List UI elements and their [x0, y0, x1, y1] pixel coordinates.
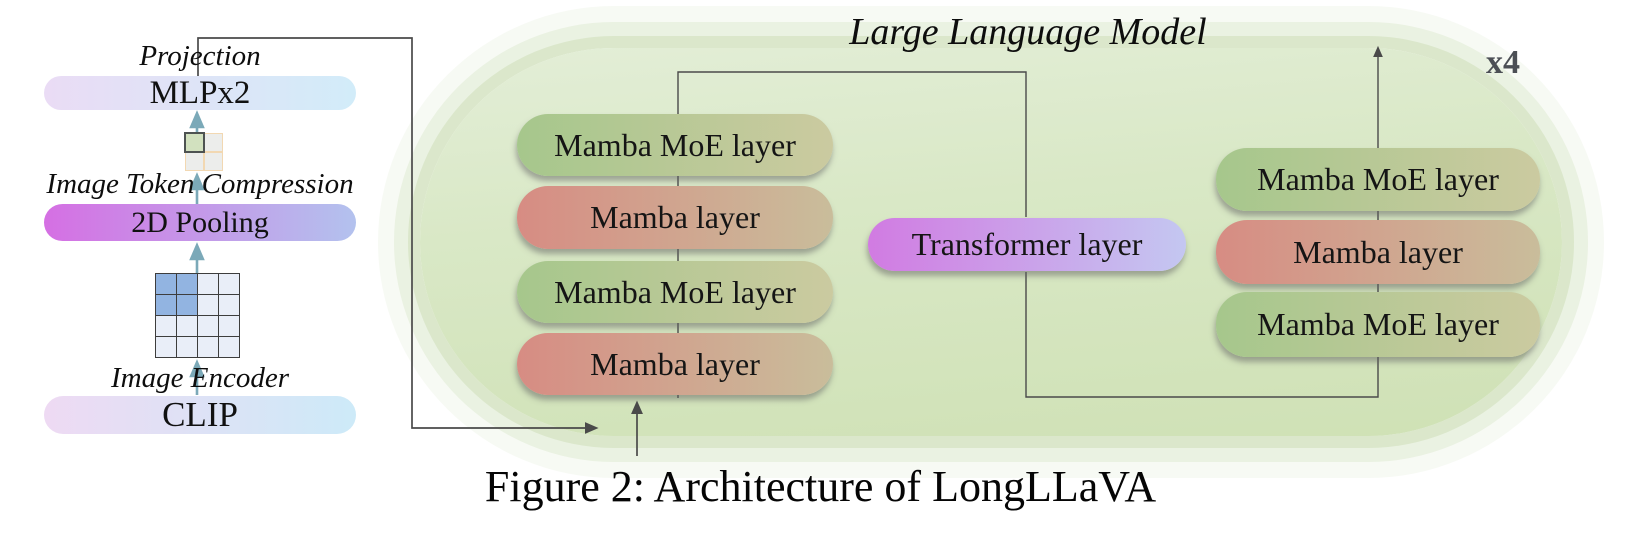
right-mamba-layer-1: Mamba layer [1216, 220, 1540, 284]
grid-cell [177, 337, 198, 358]
transformer-layer-block: Transformer layer [868, 218, 1186, 271]
grid-cell [219, 337, 240, 358]
grid-cell [156, 316, 177, 337]
grid-cell-highlighted [156, 274, 177, 295]
right-mamba-moe-layer-1: Mamba MoE layer [1216, 148, 1540, 211]
clip-encoder-text: CLIP [162, 395, 238, 434]
layer-label: Mamba layer [590, 199, 760, 235]
repeat-x4-badge: x4 [1486, 44, 1520, 81]
layer-label: Mamba layer [1293, 233, 1463, 270]
pooling-block: 2D Pooling [44, 204, 356, 241]
mlp-projection-block: MLPx2 [44, 74, 356, 111]
llm-title: Large Language Model [849, 11, 1207, 53]
grid-cell-highlighted [177, 274, 198, 295]
compression-icon [184, 132, 223, 171]
layer-label: Mamba MoE layer [1257, 161, 1499, 197]
encoder-label: Image Encoder [111, 362, 289, 394]
layer-label: Transformer layer [911, 226, 1143, 262]
grid-cell-highlighted [177, 295, 198, 316]
left-mamba-layer-1: Mamba layer [517, 186, 833, 249]
layer-label: Mamba layer [590, 345, 760, 382]
image-token-grid [155, 273, 240, 358]
grid-cell [198, 337, 219, 358]
layer-label: Mamba MoE layer [554, 273, 796, 310]
figure-caption: Figure 2: Architecture of LongLLaVA [484, 462, 1157, 511]
grid-cell [219, 316, 240, 337]
pooling-text: 2D Pooling [131, 205, 269, 239]
right-mamba-moe-layer-2: Mamba MoE layer [1216, 292, 1540, 357]
projection-label: Projection [139, 40, 261, 72]
grid-cell [219, 295, 240, 316]
grid-cell [177, 316, 198, 337]
grid-cell [219, 274, 240, 295]
compression-icon-cell [204, 133, 223, 152]
compression-icon-kept-token [184, 132, 205, 153]
layer-label: Mamba MoE layer [554, 126, 796, 163]
grid-cell [198, 316, 219, 337]
compression-label: Image Token Compression [46, 168, 354, 200]
grid-cell [198, 274, 219, 295]
grid-cell [198, 295, 219, 316]
left-mamba-layer-2: Mamba layer [517, 333, 833, 395]
left-mamba-moe-layer-1: Mamba MoE layer [517, 114, 833, 176]
mlp-projection-text: MLPx2 [149, 74, 251, 111]
clip-encoder-block: CLIP [44, 395, 356, 434]
grid-cell [156, 337, 177, 358]
layer-label: Mamba MoE layer [1257, 306, 1499, 342]
grid-cell-highlighted [156, 295, 177, 316]
left-mamba-moe-layer-2: Mamba MoE layer [517, 261, 833, 323]
